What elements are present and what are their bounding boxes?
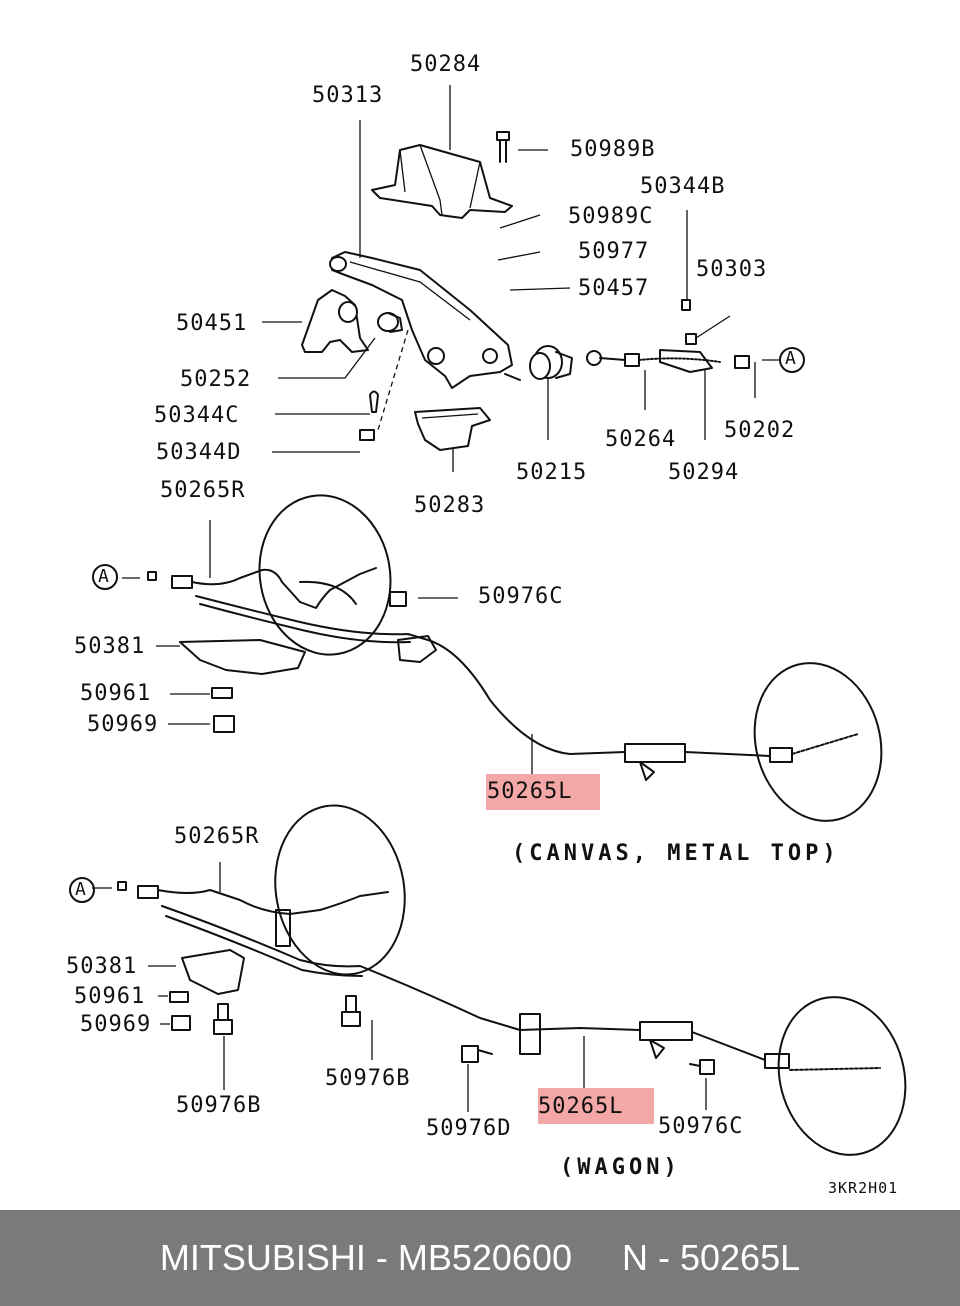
parking-brake-illustration — [69, 85, 907, 1156]
variant-caption: (WAGON) — [560, 1155, 681, 1180]
part-label: 50265R — [174, 824, 260, 849]
highlighted-part-label: 50265L — [538, 1094, 624, 1119]
part-label: 50202 — [724, 418, 796, 443]
highlighted-part-label: 50265L — [487, 779, 573, 804]
part-label: 50344D — [156, 440, 242, 465]
part-label: 50977 — [578, 239, 650, 264]
part-label: 50284 — [410, 52, 482, 77]
part-label: 50451 — [176, 311, 248, 336]
parts-diagram: 50284 50313 50989B 50344B 50989C 50977 5… — [66, 52, 907, 1197]
part-label: 50381 — [66, 954, 138, 979]
ref-marker-a: A — [75, 879, 87, 900]
variant-caption: (CANVAS, METAL TOP) — [512, 841, 840, 866]
part-label: 50976C — [658, 1114, 744, 1139]
part-label: 50989B — [570, 137, 656, 162]
part-label: 50294 — [668, 460, 740, 485]
part-label: 50969 — [87, 712, 159, 737]
part-label: 50976C — [478, 584, 564, 609]
part-label: 50969 — [80, 1012, 152, 1037]
part-label: 50989C — [568, 204, 654, 229]
part-label: 50381 — [74, 634, 146, 659]
part-label: 50976B — [176, 1093, 262, 1118]
part-label: 50976D — [426, 1116, 512, 1141]
part-info-footer: MITSUBISHI - MB520600 N - 50265L — [0, 1210, 960, 1306]
highlight-box — [538, 1088, 654, 1124]
part-label: 50976B — [325, 1066, 411, 1091]
ref-marker-a: A — [98, 566, 110, 587]
part-number-text: MITSUBISHI - MB520600 N - 50265L — [159, 1237, 801, 1278]
part-label: 50344C — [154, 403, 240, 428]
part-label: 50961 — [80, 681, 152, 706]
part-label: 50215 — [516, 460, 588, 485]
part-label: 50265R — [160, 478, 246, 503]
part-label: 50313 — [312, 83, 384, 108]
part-label: 50252 — [180, 367, 252, 392]
part-label: 50264 — [605, 427, 677, 452]
part-label: 50283 — [414, 493, 486, 518]
part-label: 50961 — [74, 984, 146, 1009]
ref-marker-a: A — [785, 348, 797, 369]
part-label: 50457 — [578, 276, 650, 301]
part-label: 50303 — [696, 257, 768, 282]
part-label: 50344B — [640, 174, 726, 199]
highlight-box — [486, 774, 600, 810]
diagram-code: 3KR2H01 — [828, 1179, 899, 1197]
